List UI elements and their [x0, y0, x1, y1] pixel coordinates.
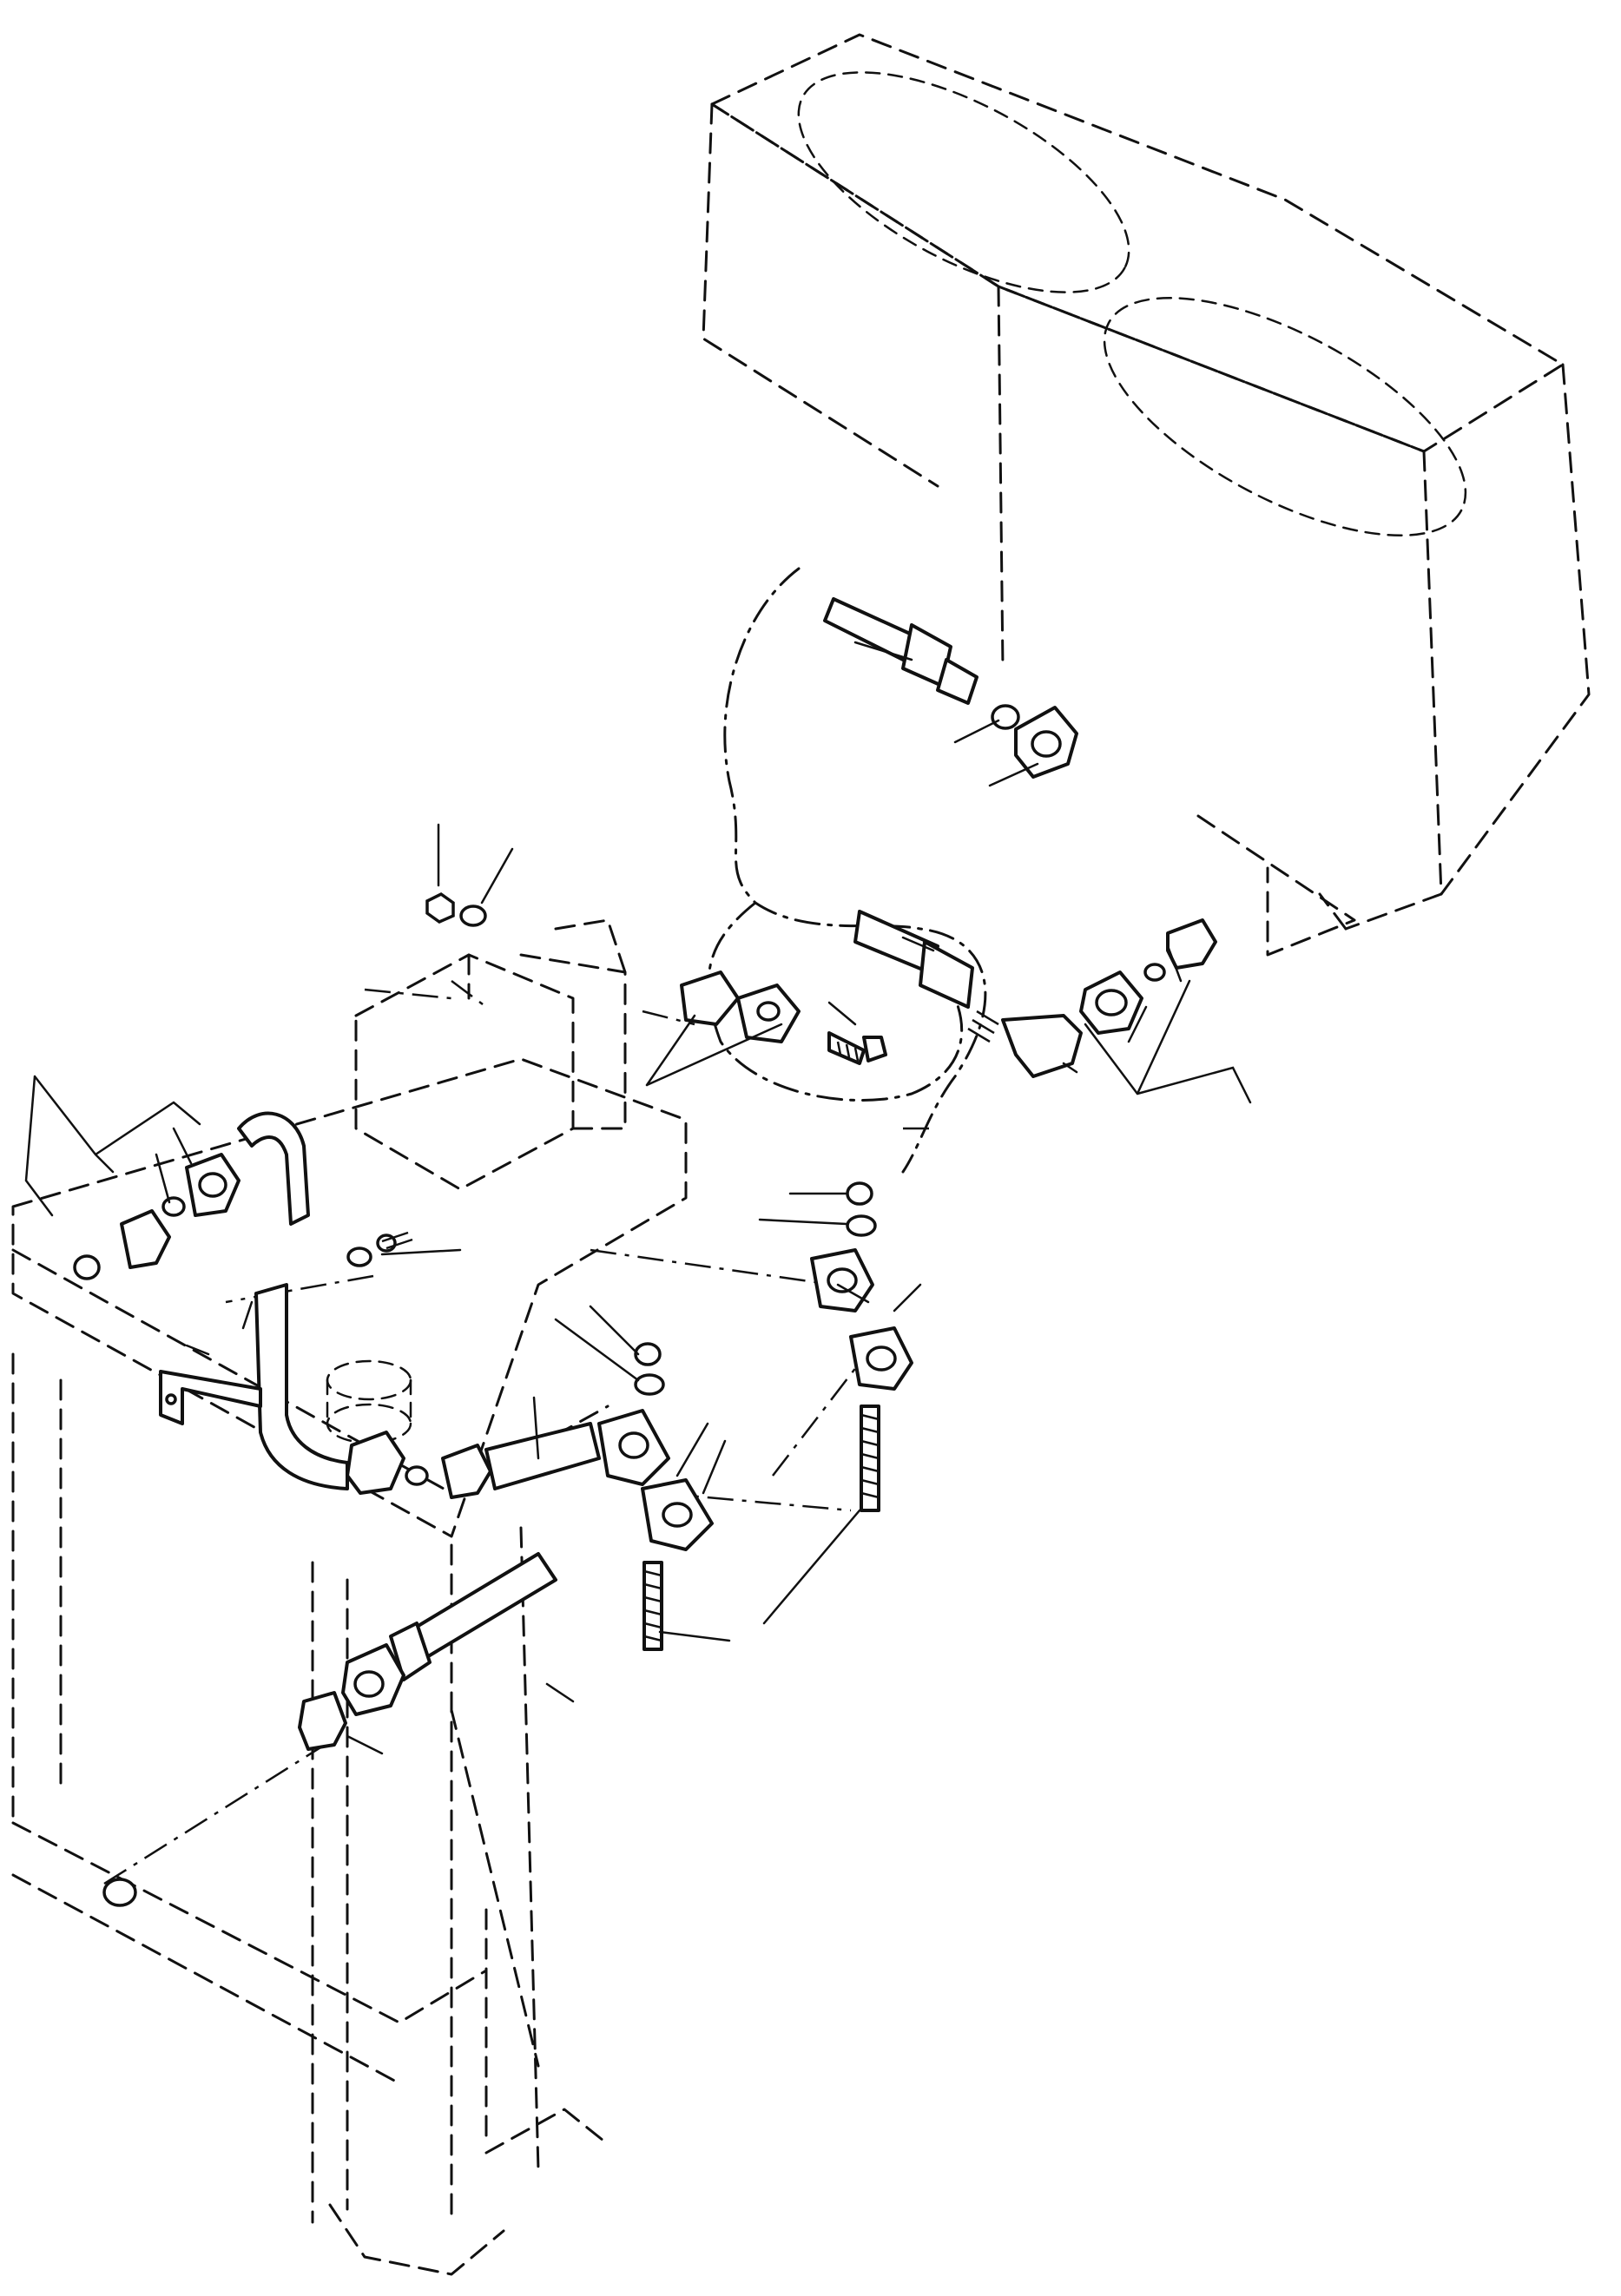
- nuts-and-washers: [346, 891, 877, 1396]
- clamp-brackets: [597, 970, 913, 1551]
- left-fittings: [73, 1111, 310, 1280]
- group-boundary-line: [707, 567, 987, 1174]
- phantom-tank-block: [702, 33, 1591, 957]
- lower-hose-assembly: [102, 1552, 557, 1907]
- l-pipe-and-bracket: [159, 1283, 601, 1499]
- assembly-center-lines: [103, 980, 938, 1885]
- callout-leader-lines: [24, 641, 1252, 1755]
- phantom-mount-box: [354, 918, 627, 1191]
- phantom-filler-cap: [326, 1359, 412, 1444]
- upper-hose-assembly: [823, 597, 1078, 779]
- threaded-studs: [642, 1405, 880, 1651]
- middle-hose-assembly: [853, 910, 1217, 1078]
